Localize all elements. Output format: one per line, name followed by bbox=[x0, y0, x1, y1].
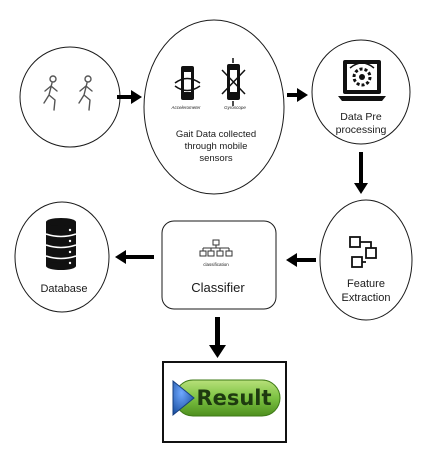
gyroscope-label: Gyroscope bbox=[224, 105, 246, 110]
result-node: Result bbox=[162, 361, 287, 443]
preprocessing-label-line1: Data Pre bbox=[340, 111, 382, 123]
arrow-feature-to-classifier bbox=[286, 253, 316, 267]
walking-circle bbox=[19, 46, 121, 148]
database-label: Database bbox=[40, 283, 87, 295]
classifier-box bbox=[161, 220, 277, 310]
database-node: Database bbox=[14, 201, 110, 313]
gyroscope-icon bbox=[221, 58, 246, 106]
feature-extraction-label-line2: Extraction bbox=[342, 292, 391, 304]
arrow-preprocessing-to-feature bbox=[354, 152, 368, 194]
flowchart-icon bbox=[349, 236, 377, 268]
database-icon bbox=[45, 218, 77, 270]
classifier-label: Classifier bbox=[191, 280, 245, 295]
result-arrow-icon bbox=[172, 379, 195, 417]
arrow-walking-to-gait bbox=[117, 90, 142, 104]
classification-tree-icon bbox=[199, 239, 233, 257]
laptop-gear-icon bbox=[338, 60, 386, 101]
gait-data-label-line2: through mobile bbox=[185, 141, 248, 152]
feature-extraction-ellipse bbox=[319, 199, 413, 321]
classifier-node: classification Classifier bbox=[161, 220, 277, 310]
accelerometer-icon bbox=[174, 66, 201, 100]
gait-data-node: Accelerometer Gyroscope Gait Data collec… bbox=[143, 19, 285, 195]
walking-people-icon bbox=[43, 75, 93, 111]
gait-data-label-line1: Gait Data collected bbox=[176, 129, 256, 140]
preprocessing-label-line2: processing bbox=[336, 124, 387, 136]
arrow-classifier-to-database bbox=[115, 250, 154, 264]
arrow-gait-to-preprocessing bbox=[287, 88, 308, 102]
gait-data-ellipse bbox=[143, 19, 285, 195]
walking-node bbox=[19, 46, 121, 148]
accelerometer-label: Accelerometer bbox=[170, 105, 201, 110]
preprocessing-node: Data Pre processing bbox=[311, 39, 411, 145]
arrow-classifier-to-result bbox=[209, 317, 226, 358]
gait-data-label-line3: sensors bbox=[199, 153, 233, 164]
classification-caption: classification bbox=[203, 262, 229, 267]
feature-extraction-label-line1: Feature bbox=[347, 278, 385, 290]
result-label: Result bbox=[196, 386, 271, 410]
feature-extraction-node: Feature Extraction bbox=[319, 199, 413, 321]
